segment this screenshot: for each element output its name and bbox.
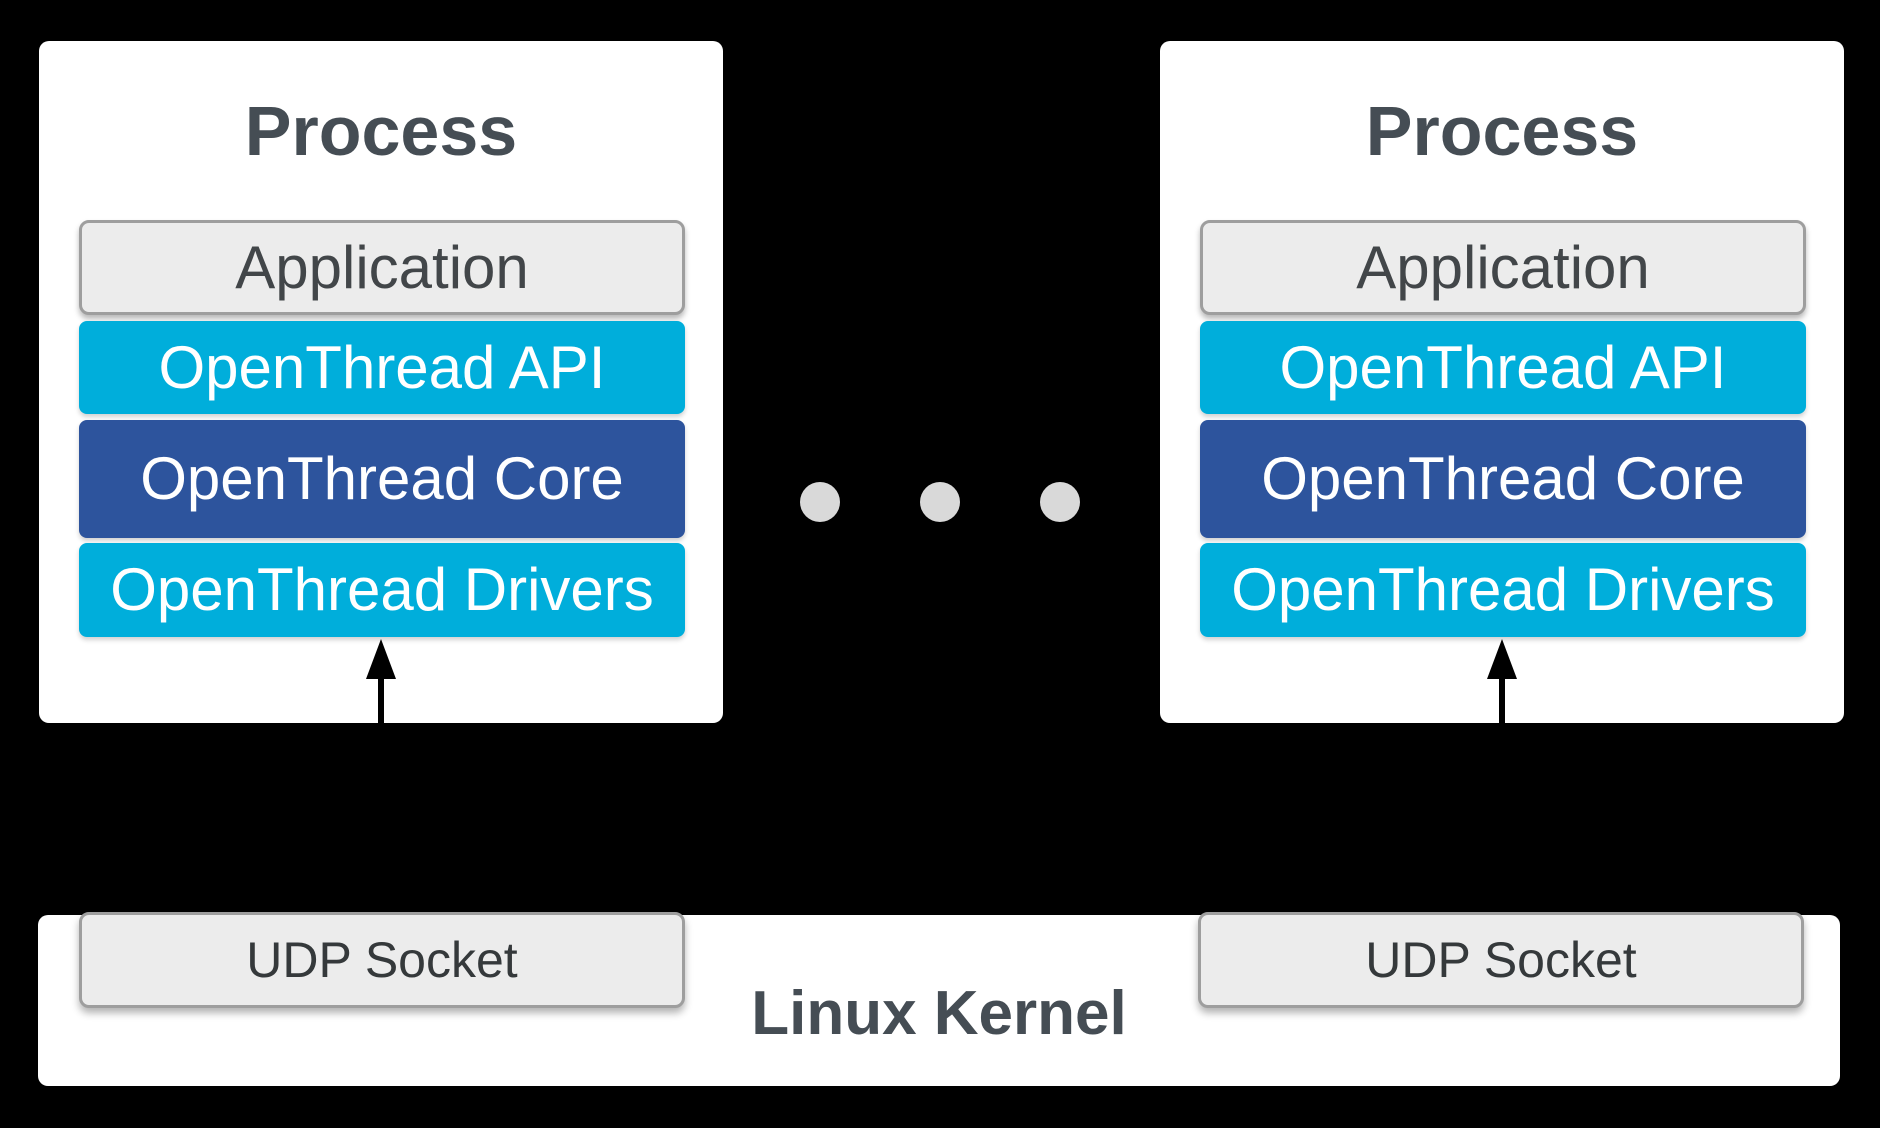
layer-openthread-api: OpenThread API (1200, 321, 1806, 414)
layer-openthread-drivers: OpenThread Drivers (79, 543, 685, 637)
udp-socket-box-left: UDP Socket (79, 912, 685, 1008)
process-box-right: Process Application OpenThread API OpenT… (1160, 41, 1844, 723)
layer-application: Application (79, 220, 685, 315)
ellipsis-dot (1040, 482, 1080, 522)
process-box-left: Process Application OpenThread API OpenT… (39, 41, 723, 723)
ellipsis (800, 482, 1080, 522)
layer-application: Application (1200, 220, 1806, 315)
up-arrow-icon (366, 639, 396, 723)
process-title: Process (244, 92, 518, 170)
up-arrow-icon (1487, 639, 1517, 723)
ellipsis-dot (920, 482, 960, 522)
kernel-bar: UDP Socket UDP Socket Linux Kernel (38, 912, 1840, 1086)
ellipsis-dot (800, 482, 840, 522)
udp-socket-box-right: UDP Socket (1198, 912, 1804, 1008)
layer-openthread-drivers: OpenThread Drivers (1200, 543, 1806, 637)
kernel-title: Linux Kernel (751, 979, 1127, 1048)
layer-openthread-core: OpenThread Core (79, 420, 685, 538)
layer-openthread-core: OpenThread Core (1200, 420, 1806, 538)
process-title: Process (1365, 92, 1639, 170)
layer-openthread-api: OpenThread API (79, 321, 685, 414)
